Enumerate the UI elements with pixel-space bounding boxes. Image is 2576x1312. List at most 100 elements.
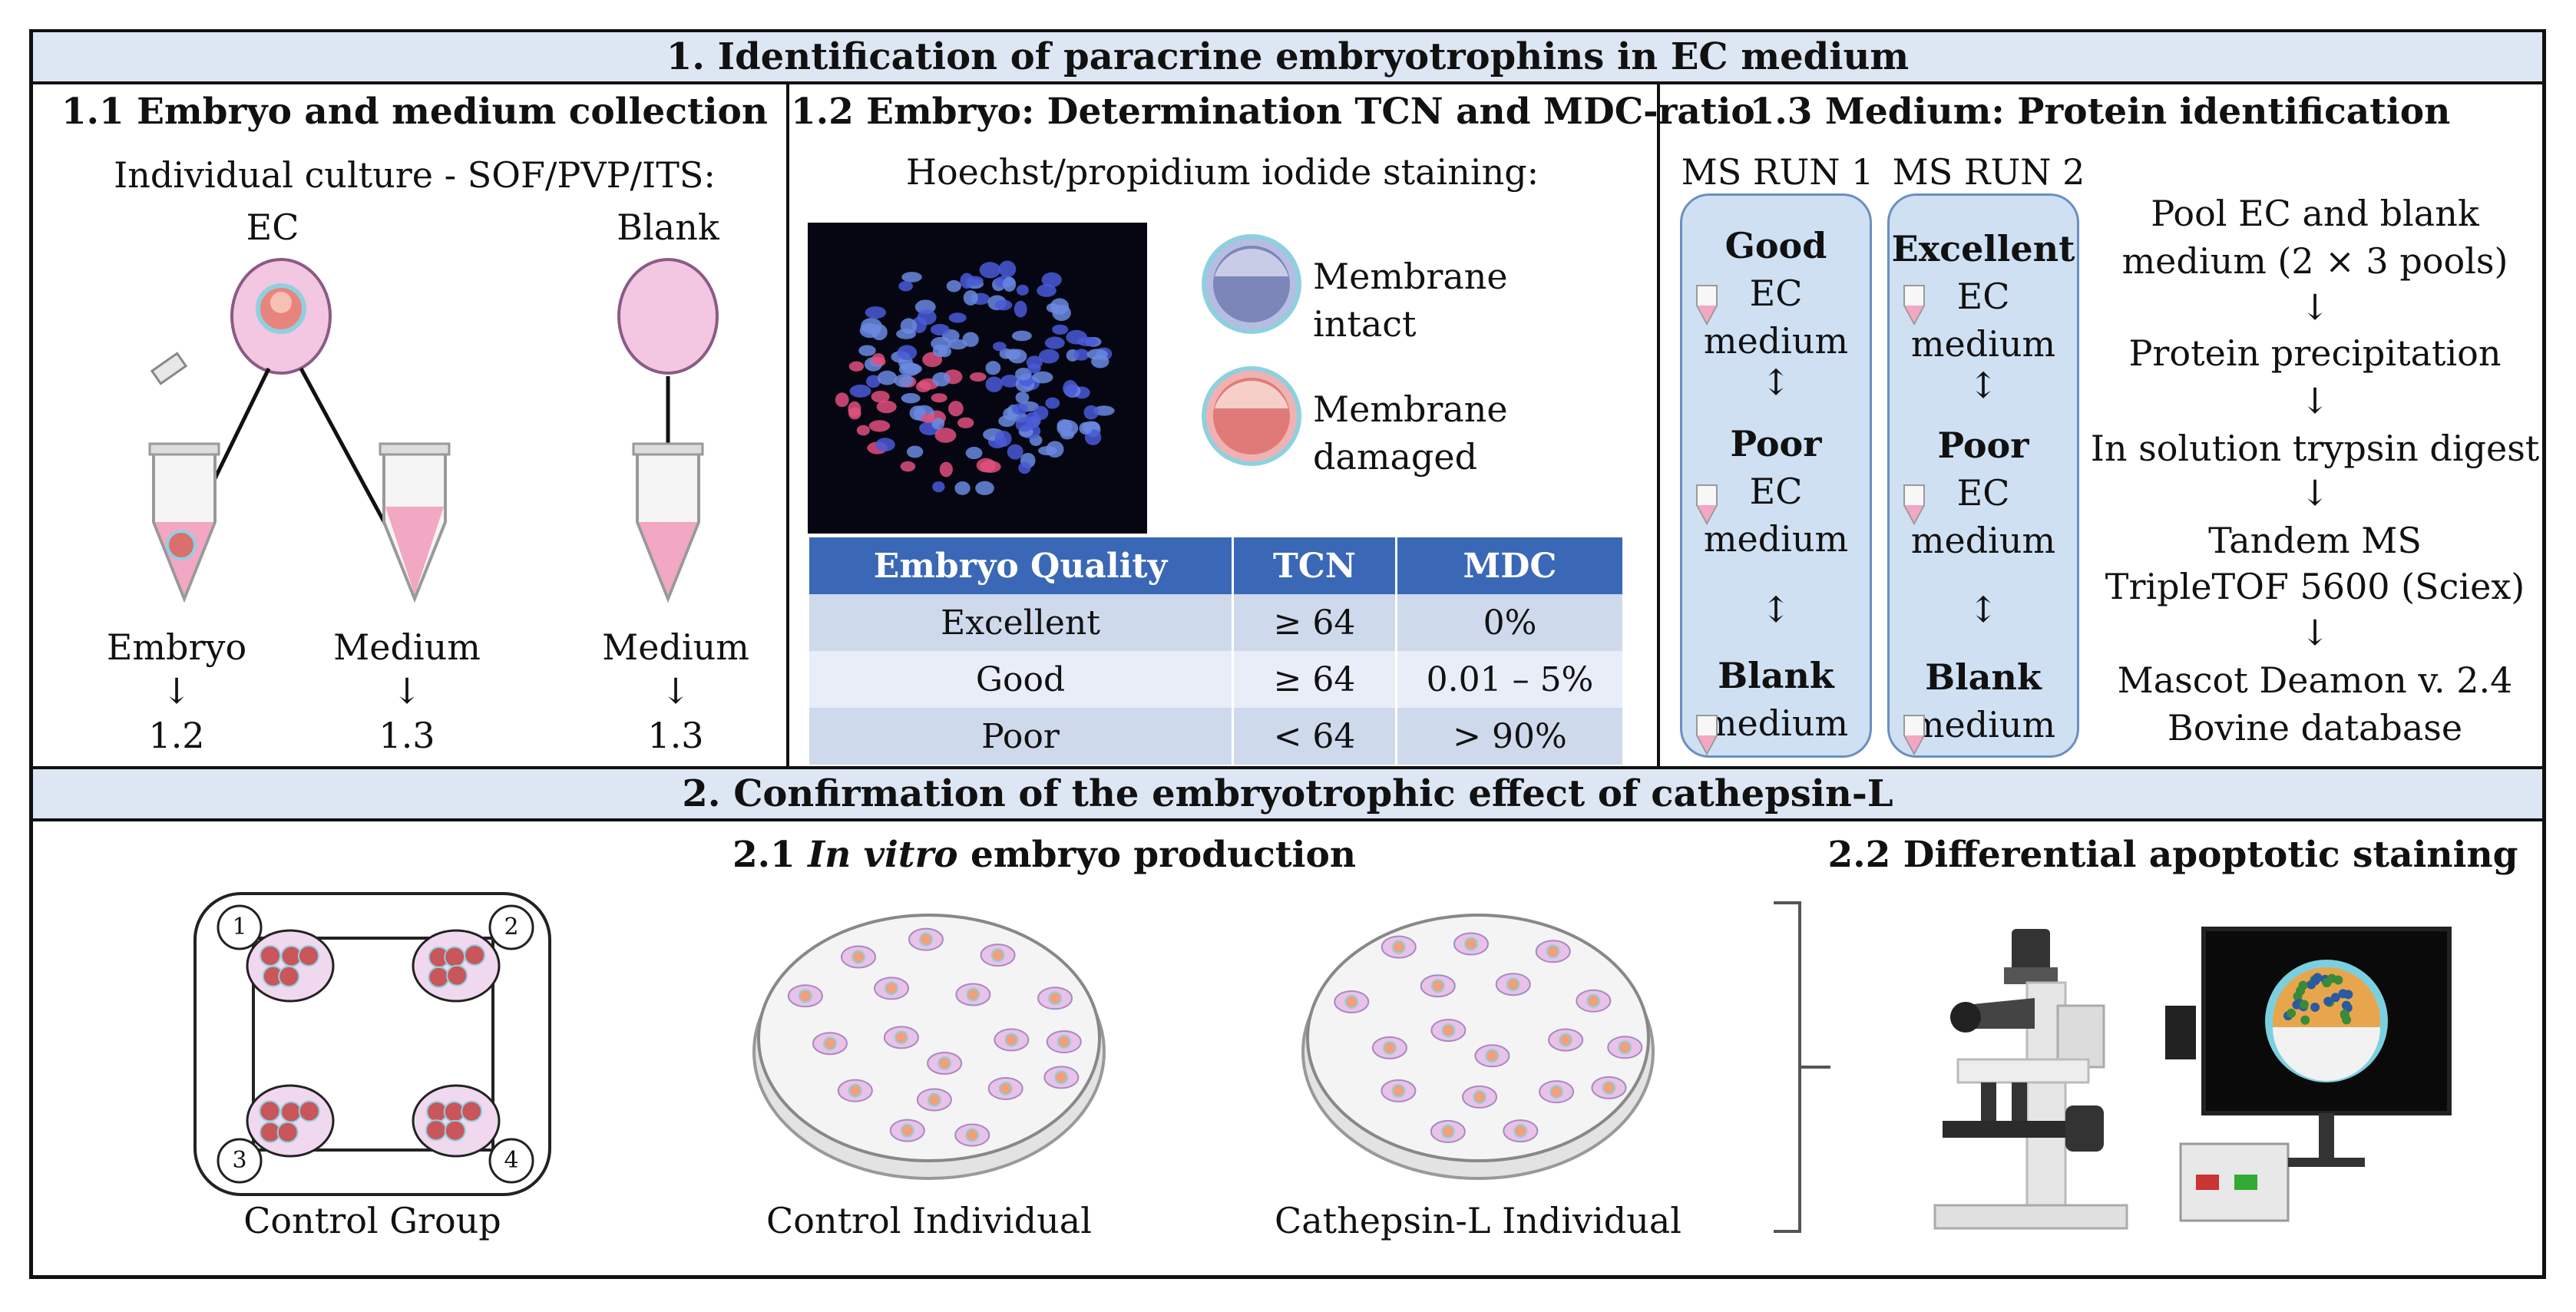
run1-ec-1: EC [1749,273,1803,314]
step-5a: Mascot Deamon v. 2.4 [2117,659,2513,701]
quality-table-header: Embryo Quality TCN MDC [809,537,1625,594]
run2-medium-3: medium [1910,704,2056,745]
run2-q3: Blank [1925,656,2042,698]
step-arrow-1: ↓ [2300,286,2330,328]
section1-header: 1. Identification of paracrine embryotro… [33,29,2542,84]
legend-icons [1202,234,1301,466]
run1-q2: Poor [1730,423,1822,464]
legend-damaged-2: damaged [1313,436,1478,478]
step-5b: Bovine database [2167,707,2463,749]
legend-intact-1: Membrane [1313,256,1508,297]
run2-medium-1: medium [1910,323,2056,365]
run2-ec-2: EC [1956,472,2010,514]
table-cell: 0% [1396,594,1625,651]
tube1-arrow: ↓ [161,670,192,712]
divider-1 [786,84,789,766]
s12-subtitle: Hoechst/propidium iodide staining: [905,151,1539,193]
blank-droplet-icon [617,258,719,375]
ec-label: EC [246,207,299,248]
tube-blank-medium-icon [632,442,704,603]
run2-arrow-1: ↕ [1968,365,1999,406]
run-tube-icons [1696,285,1925,756]
table-cell: < 64 [1232,708,1397,765]
step-2: Protein precipitation [2128,332,2502,374]
step-arrow-4: ↓ [2300,612,2330,653]
run2-q2: Poor [1937,425,2029,466]
tube2-label: Medium [333,626,481,668]
divider-2 [1657,84,1660,766]
s11-illustration [148,258,719,603]
table-cell: ≥ 64 [1232,651,1397,708]
control-group-plate [193,892,551,1196]
cathepsin-dish [1301,914,1655,1180]
staining-micrograph [808,223,1147,534]
section2-title: 2. Confirmation of the embryotrophic eff… [682,772,1893,815]
tube-medium-icon [379,442,451,603]
quality-table: Embryo Quality TCN MDC Excellent ≥ 64 0%… [809,537,1625,765]
step-arrow-3: ↓ [2300,472,2330,514]
table-cell: 0.01 – 5% [1396,651,1625,708]
step-1b: medium (2 × 3 pools) [2121,240,2508,282]
well-number-4: 4 [504,1147,519,1174]
blank-label: Blank [617,207,719,248]
step-4a: Tandem MS [2208,520,2422,561]
tube2-arrow: ↓ [392,670,422,712]
membrane-damaged-icon [1202,366,1301,466]
run2-ec-1: EC [1956,276,2010,317]
step-arrow-2: ↓ [2300,380,2330,421]
run1-ec-2: EC [1749,471,1803,512]
tube1-label: Embryo [106,626,247,668]
cathepsin-label: Cathepsin-L Individual [1275,1200,1682,1241]
run1-title: MS RUN 1 [1681,151,1874,193]
tube3-arrow: ↓ [660,670,691,712]
run1-q3: Blank [1718,655,1834,696]
run1-medium-3: medium [1703,702,1849,744]
table-row: Good ≥ 64 0.01 – 5% [809,651,1625,708]
run2-title: MS RUN 2 [1892,151,2085,193]
tube2-dest: 1.3 [379,715,435,756]
table-cell: Excellent [809,594,1234,651]
tube1-dest: 1.2 [148,715,205,756]
well-number-2: 2 [504,914,519,940]
run1-arrow-2: ↕ [1761,589,1791,630]
run1-arrow-1: ↕ [1761,362,1791,403]
table-row: Excellent ≥ 64 0% [809,594,1625,651]
microscope-setup-icon [1933,927,2452,1230]
table-cell: Poor [809,708,1234,765]
step-4b: TripleTOF 5600 (Sciex) [2105,566,2525,607]
section1-title: 1. Identification of paracrine embryotro… [666,35,1910,78]
s11-subtitle: Individual culture - SOF/PVP/ITS: [114,154,716,196]
s12-title: 1.2 Embryo: Determination TCN and MDC-ra… [791,91,1755,133]
run2-q1: Excellent [1891,228,2075,269]
col-header: TCN [1232,537,1397,594]
membrane-intact-icon [1202,234,1301,334]
tube-embryo-icon [148,352,220,603]
run2-arrow-2: ↕ [1968,589,1999,630]
run1-medium-1: medium [1703,320,1849,362]
section2-header: 2. Confirmation of the embryotrophic eff… [33,766,2542,821]
s11-title: 1.1 Embryo and medium collection [61,91,769,133]
table-row: Poor < 64 > 90% [809,708,1625,765]
step-3: In solution trypsin digest [2090,428,2540,469]
step-1a: Pool EC and blank [2151,193,2479,234]
table-cell: ≥ 64 [1232,594,1397,651]
col-header: Embryo Quality [809,537,1234,594]
legend-damaged-1: Membrane [1313,388,1508,430]
well-number-3: 3 [232,1147,247,1174]
well-number-1: 1 [232,914,247,940]
tube3-dest: 1.3 [647,715,704,756]
run1-medium-2: medium [1703,518,1849,560]
s21-title: 2.1 In vitro embryo production [732,834,1356,876]
s22-title: 2.2 Differential apoptotic staining [1827,834,2518,876]
table-cell: Good [809,651,1234,708]
run1-q1: Good [1724,225,1827,266]
col-header: MDC [1396,537,1625,594]
s13-title: 1.3 Medium: Protein identification [1749,91,2451,133]
control-individual-label: Control Individual [766,1200,1092,1241]
run2-medium-2: medium [1910,520,2056,561]
legend-intact-2: intact [1313,303,1417,345]
ec-droplet-icon [230,258,332,375]
table-cell: > 90% [1396,708,1625,765]
tube3-label: Medium [602,626,749,668]
bracket [1774,901,1830,1233]
